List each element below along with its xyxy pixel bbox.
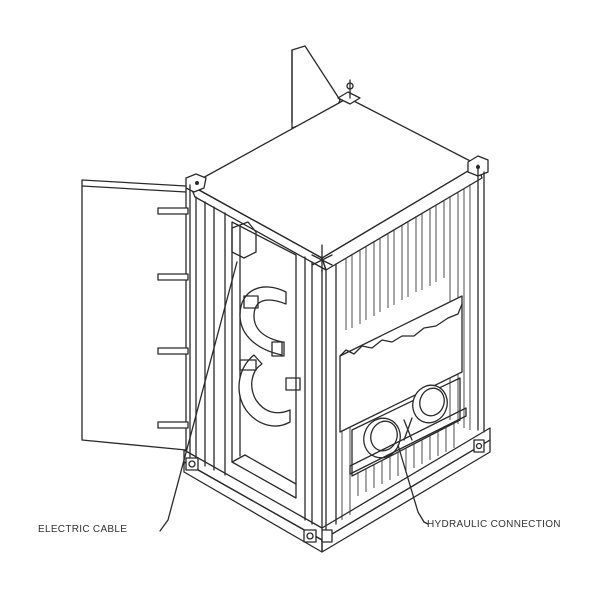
door-hinge-icon xyxy=(157,207,189,429)
corner-fitting-icon xyxy=(337,79,361,105)
corner-fitting-icon xyxy=(185,457,199,471)
corner-fitting-icon xyxy=(311,244,333,273)
cable-clamp-upper xyxy=(239,286,287,357)
base-skid xyxy=(183,427,491,553)
electric-cable-label: ELECTRIC CABLE xyxy=(38,524,128,535)
access-flap xyxy=(339,295,463,433)
left-face xyxy=(189,184,323,531)
corner-fitting-icon xyxy=(473,439,485,453)
lower-slats xyxy=(357,424,455,496)
top-panel xyxy=(185,79,489,273)
right-face xyxy=(325,164,485,533)
cable-clamp-lower xyxy=(238,354,301,427)
hydraulic-port-icon xyxy=(363,417,401,459)
hydraulic-port-icon xyxy=(412,384,448,424)
leader-lines xyxy=(159,261,429,532)
corner-fitting-icon xyxy=(303,529,333,543)
cabinet-door xyxy=(81,179,189,451)
hydraulic-connection-label: HYDRAULIC CONNECTION xyxy=(427,519,561,530)
